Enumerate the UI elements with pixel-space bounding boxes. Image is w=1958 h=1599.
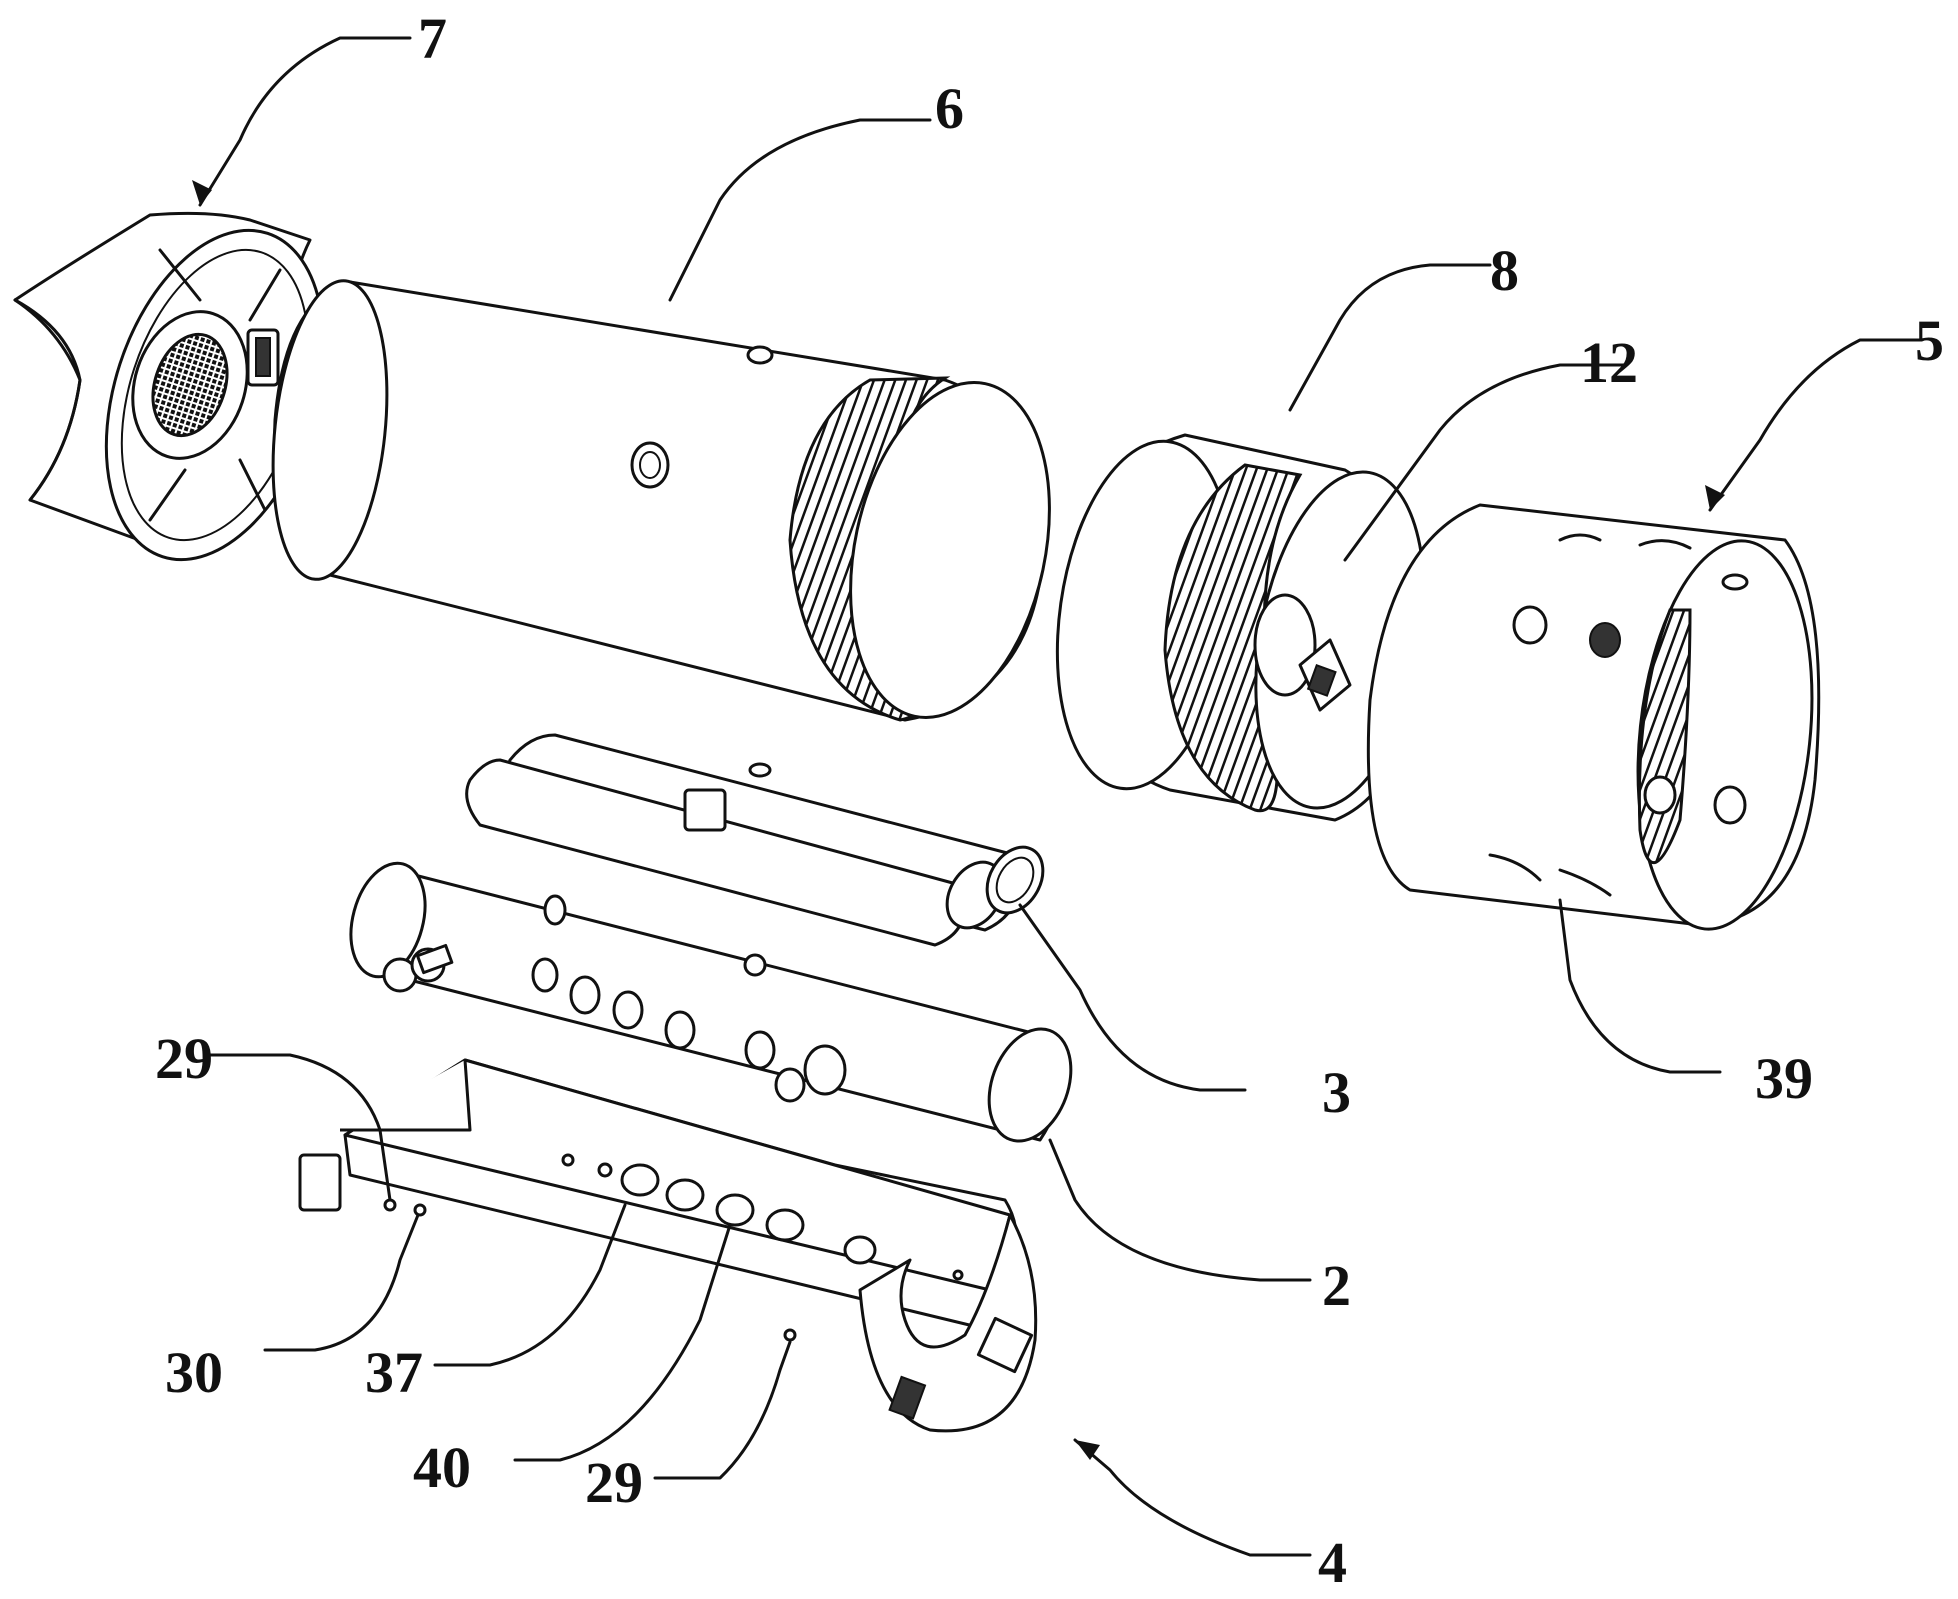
- label-40: 40: [413, 1435, 471, 1500]
- circuit-board-part-4: [298, 1058, 1038, 1433]
- arrowheads: [192, 180, 1725, 1460]
- label-5: 5: [1915, 308, 1944, 373]
- main-tube-part-6: [271, 279, 1051, 722]
- label-4: 4: [1318, 1530, 1347, 1594]
- label-7: 7: [418, 6, 447, 71]
- label-12: 12: [1580, 330, 1638, 395]
- twin-tube-part-3: [465, 733, 1045, 947]
- reference-numerals: 7 6 8 12 5 3 39 29 2 30 37 40 29 4: [155, 6, 1944, 1595]
- sleeve-part-8: [1055, 433, 1426, 822]
- ring-part-5: [1366, 503, 1821, 931]
- end-cap-part-7: [13, 211, 326, 562]
- label-3: 3: [1322, 1060, 1351, 1125]
- label-2: 2: [1322, 1253, 1351, 1318]
- housing-tube-part-2: [349, 861, 1073, 1143]
- label-29-top: 29: [155, 1026, 213, 1091]
- label-39: 39: [1755, 1046, 1813, 1111]
- label-30: 30: [165, 1340, 223, 1405]
- label-8: 8: [1490, 238, 1519, 303]
- label-29-bottom: 29: [585, 1450, 643, 1515]
- leader-lines: [198, 36, 1922, 1557]
- label-6: 6: [935, 76, 964, 141]
- label-37: 37: [365, 1340, 423, 1405]
